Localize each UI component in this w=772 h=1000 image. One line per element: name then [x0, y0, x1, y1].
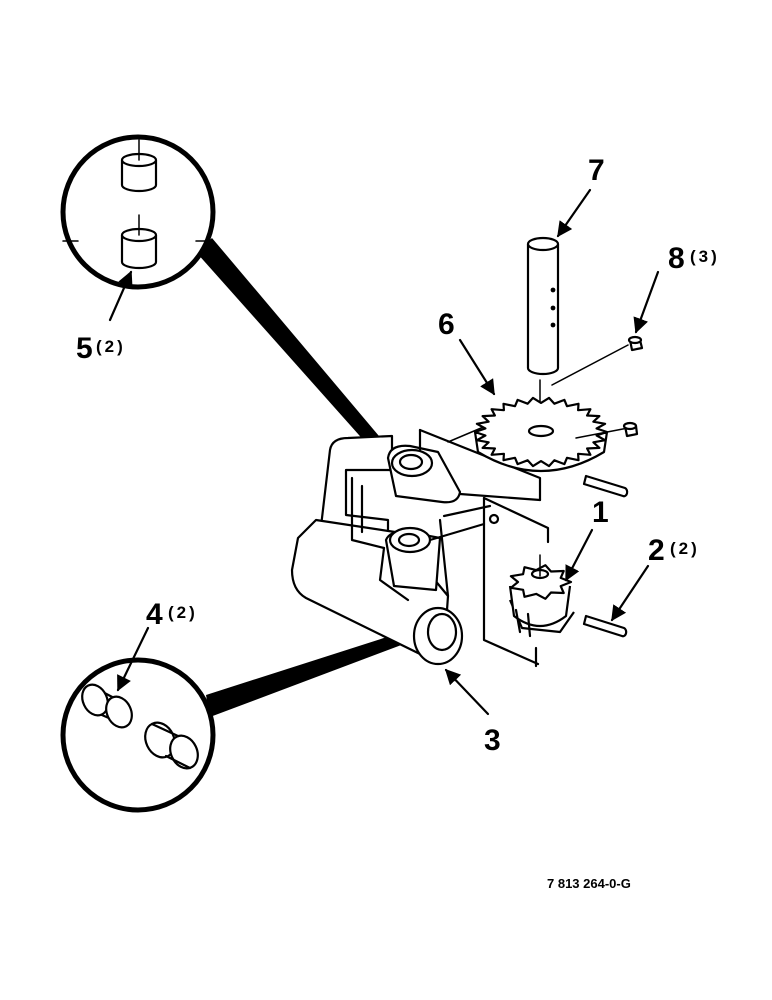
leader-arrows: [444, 188, 660, 716]
svg-text:2: 2: [648, 534, 665, 567]
svg-text:3: 3: [484, 724, 501, 757]
gearbox-housing: [290, 434, 464, 666]
callout-3: 3: [484, 724, 501, 757]
svg-text:(2): (2): [168, 603, 198, 622]
callout-7: 7: [588, 154, 605, 187]
svg-text:(2): (2): [670, 539, 700, 558]
detail-circle-upper: [60, 134, 395, 462]
mounting-plates: [418, 344, 629, 668]
bushing-lower-icon: [120, 214, 158, 270]
svg-text:6: 6: [438, 308, 455, 341]
svg-text:1: 1: [592, 496, 609, 529]
svg-text:(3): (3): [690, 247, 720, 266]
callout-1: 1: [592, 496, 609, 529]
callout-2: 2 (2): [648, 534, 700, 567]
screws: [622, 335, 644, 438]
bushing-upper-icon: [120, 139, 158, 193]
svg-text:8: 8: [668, 242, 685, 275]
roll-pins: [582, 474, 629, 638]
reference-code: 7 813 264-0-G: [547, 876, 631, 891]
svg-text:5: 5: [76, 332, 93, 365]
screw-upper-icon: [627, 335, 644, 352]
callout-4: 4 (2): [146, 598, 198, 631]
svg-text:(2): (2): [96, 337, 126, 356]
svg-text:7: 7: [588, 154, 605, 187]
bushing-right-icon: [144, 721, 199, 770]
shaft: [526, 236, 560, 376]
pinion-gear: [508, 554, 575, 638]
callout-6: 6: [438, 308, 455, 341]
svg-text:4: 4: [146, 598, 163, 631]
sprocket-gear: [473, 396, 609, 473]
screw-middle-icon: [622, 421, 639, 438]
callout-5: 5 (2): [76, 332, 126, 365]
bushing-left-icon: [81, 683, 133, 729]
callout-8: 8 (3): [668, 242, 720, 275]
detail-circle-lower: [60, 626, 420, 813]
